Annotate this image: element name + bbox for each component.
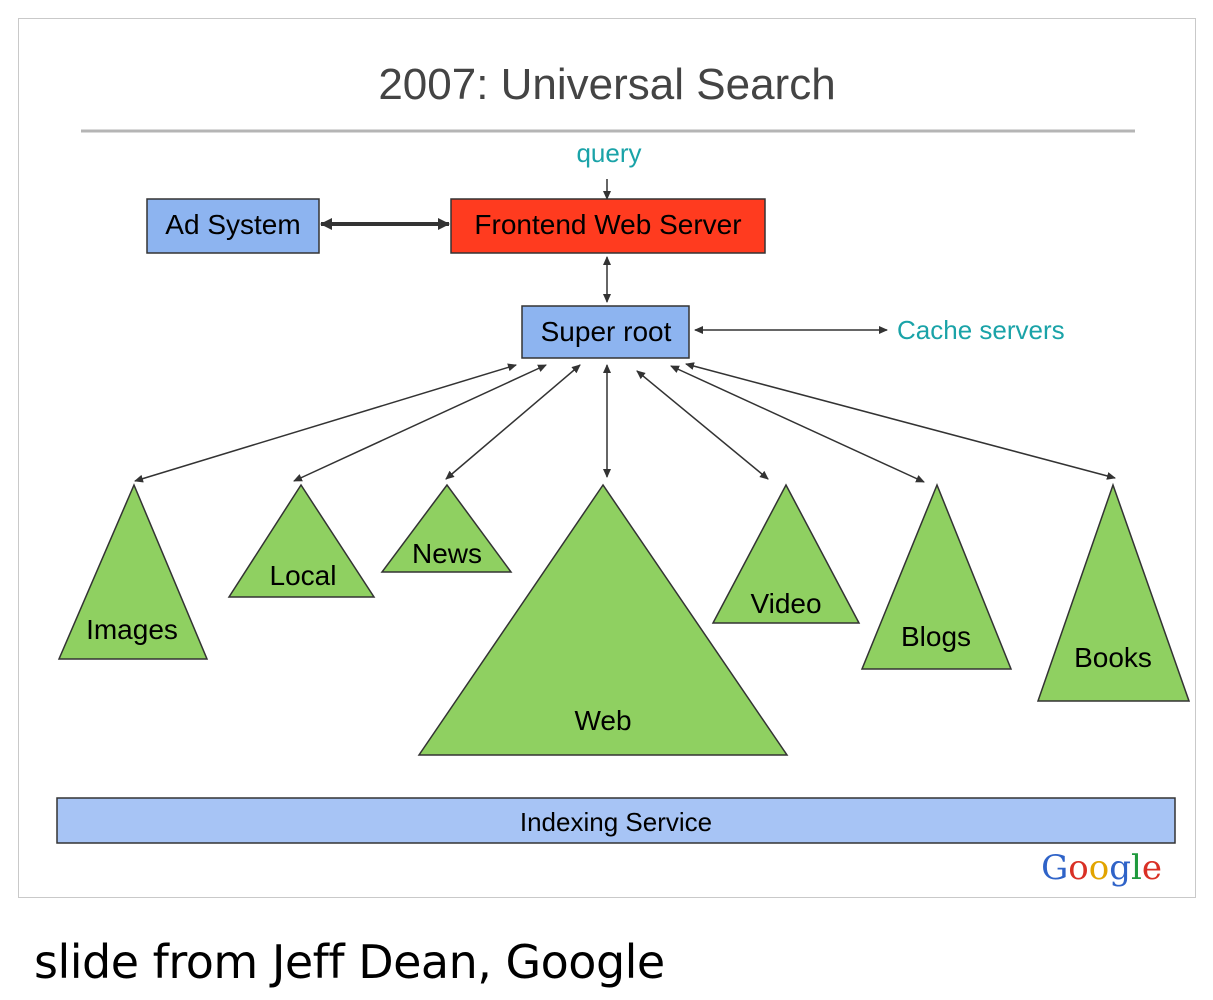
frontend-label: Frontend Web Server	[474, 209, 741, 240]
vertical-label-news: News	[412, 538, 482, 569]
indexing-service-label: Indexing Service	[520, 807, 712, 837]
ad-system-label: Ad System	[165, 209, 300, 240]
arrow-blogs	[670, 365, 925, 483]
frontend-web-server-box: Frontend Web Server	[450, 198, 766, 254]
vertical-books: Books	[1036, 482, 1191, 702]
slide: 2007: Universal Search query Ad System F…	[18, 18, 1196, 898]
arrow-local	[293, 364, 547, 482]
vertical-label-video: Video	[750, 588, 821, 619]
google-logo: Google	[1041, 848, 1162, 888]
arrow-images	[134, 363, 517, 483]
vertical-video: Video	[711, 483, 861, 624]
logo-letter: G	[1041, 848, 1068, 888]
vertical-blogs: Blogs	[860, 483, 1013, 670]
vertical-images: Images	[57, 483, 209, 660]
query-label: query	[576, 138, 641, 168]
arrow-video	[636, 370, 769, 480]
ad-system-box: Ad System	[146, 198, 320, 254]
slide-title: 2007: Universal Search	[378, 60, 835, 109]
logo-letter: o	[1089, 848, 1109, 888]
cache-servers-label: Cache servers	[897, 315, 1065, 345]
arrow-books	[685, 362, 1116, 480]
vertical-local: Local	[227, 483, 376, 598]
slide-caption: slide from Jeff Dean, Google	[34, 935, 665, 989]
super-root-label: Super root	[541, 316, 672, 347]
vertical-label-books: Books	[1074, 642, 1152, 673]
arrow-news	[445, 364, 581, 480]
vertical-label-web: Web	[574, 705, 631, 736]
vertical-label-images: Images	[86, 614, 178, 645]
logo-letter: e	[1142, 848, 1162, 888]
vertical-label-local: Local	[270, 560, 337, 591]
vertical-news: News	[380, 483, 513, 573]
vertical-web: Web	[417, 483, 789, 756]
super-root-box: Super root	[521, 305, 690, 359]
indexing-service-bar: Indexing Service	[56, 797, 1176, 844]
logo-letter: o	[1068, 848, 1088, 888]
logo-letter: g	[1109, 848, 1131, 888]
vertical-label-blogs: Blogs	[901, 621, 971, 652]
architecture-diagram: 2007: Universal Search query Ad System F…	[56, 60, 1191, 888]
logo-letter: l	[1131, 848, 1142, 888]
fanout-arrows	[134, 362, 1116, 483]
